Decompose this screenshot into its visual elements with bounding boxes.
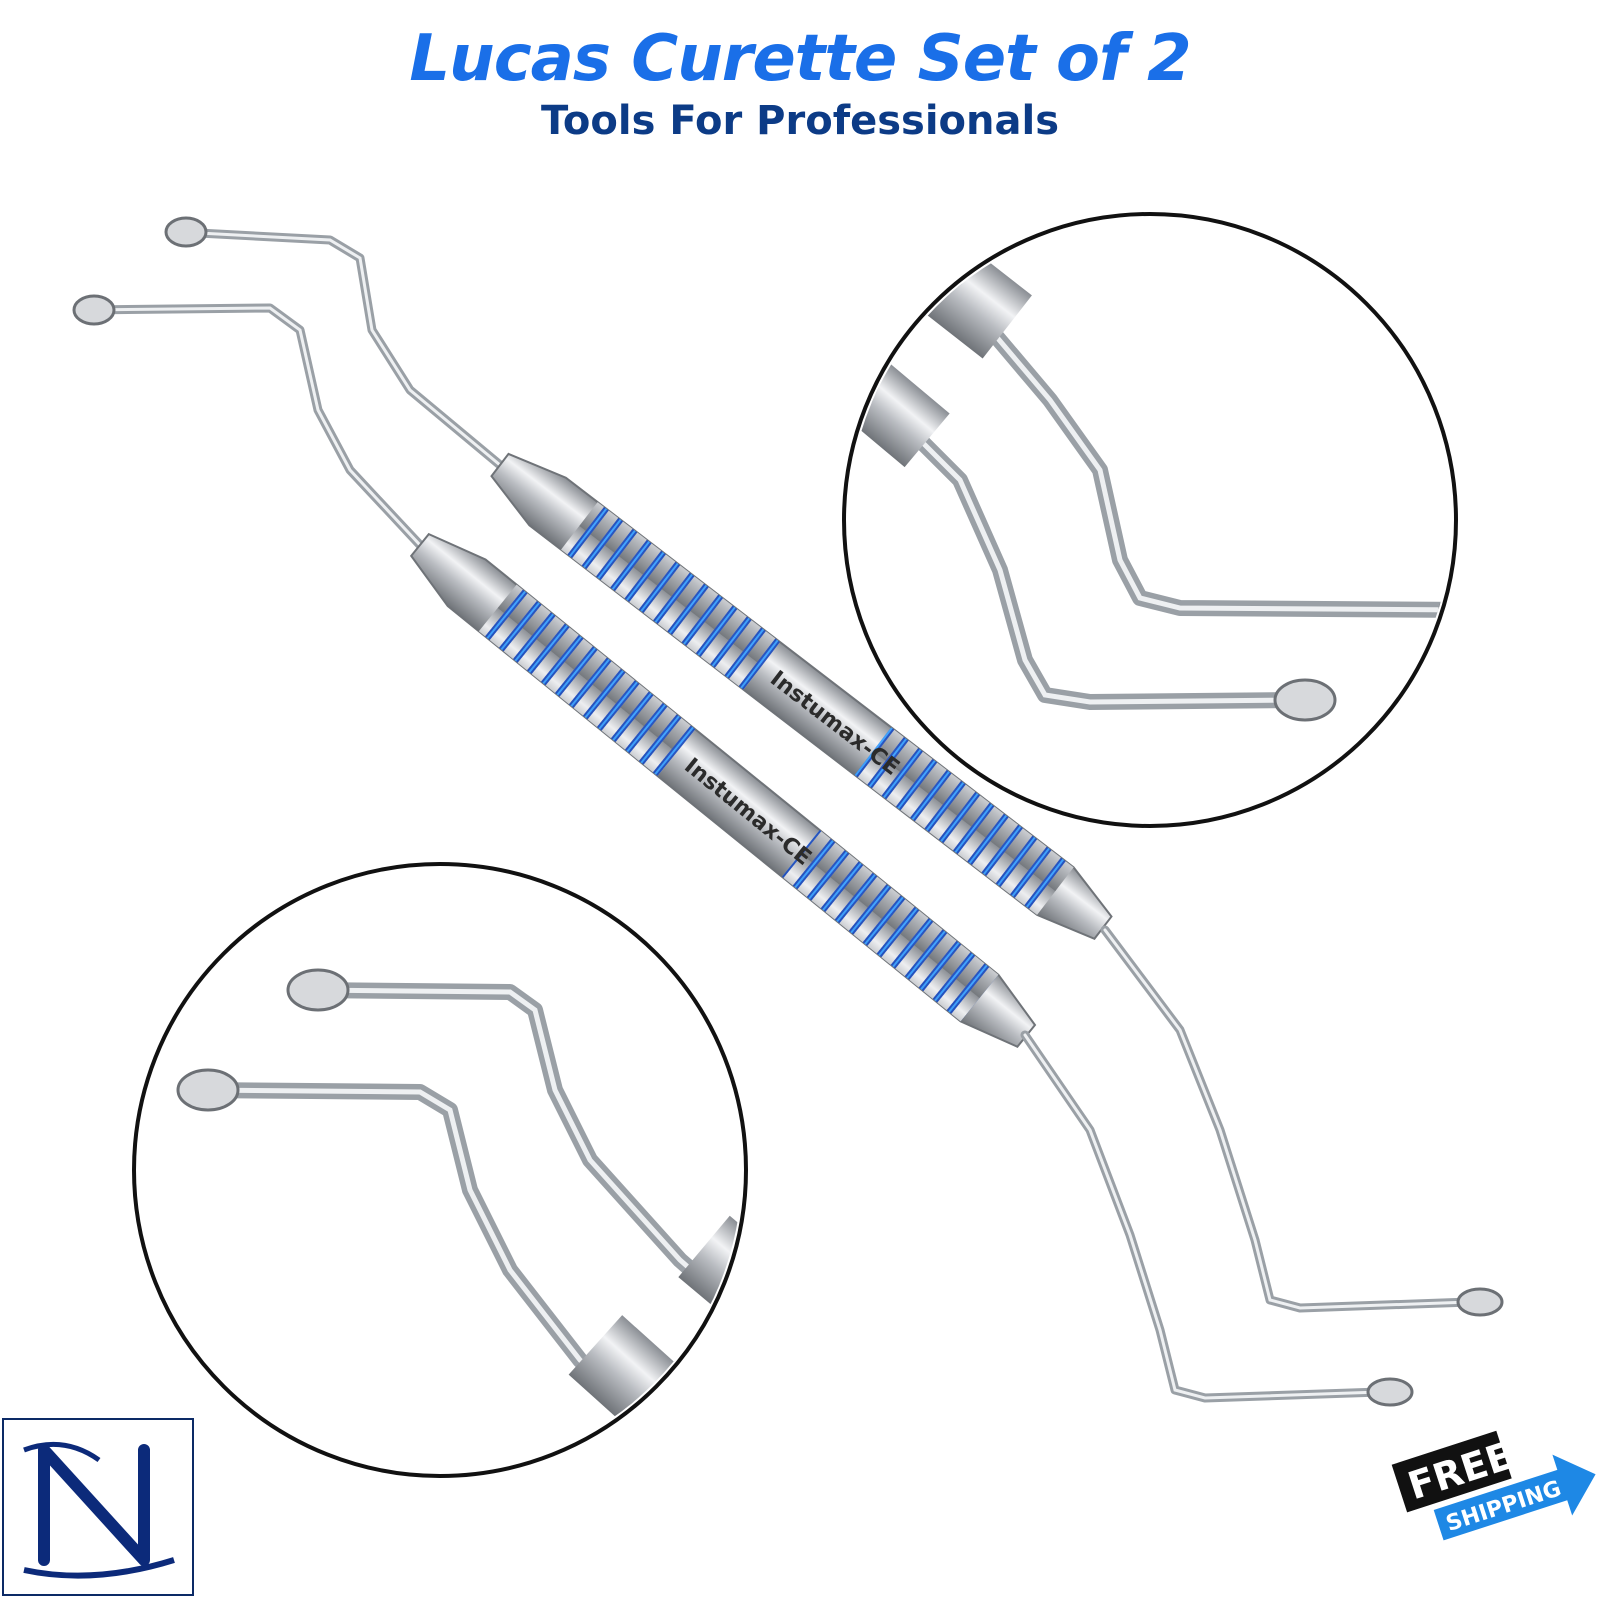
product-subtitle: Tools For Professionals [540, 98, 1060, 144]
curette-instrument-2: Instumax-CE [72, 294, 1414, 1407]
free-shipping-badge: FREE SHIPPING [1391, 1430, 1596, 1541]
zoom-detail-circle-right [842, 212, 1458, 828]
brand-logo [2, 1418, 194, 1596]
brand-logo-mark [23, 1441, 175, 1579]
curette-instrument-1: Instumax-CE [164, 216, 1504, 1317]
zoom-detail-circle-left [132, 862, 748, 1478]
product-title: Lucas Curette Set of 2 [409, 22, 1191, 96]
